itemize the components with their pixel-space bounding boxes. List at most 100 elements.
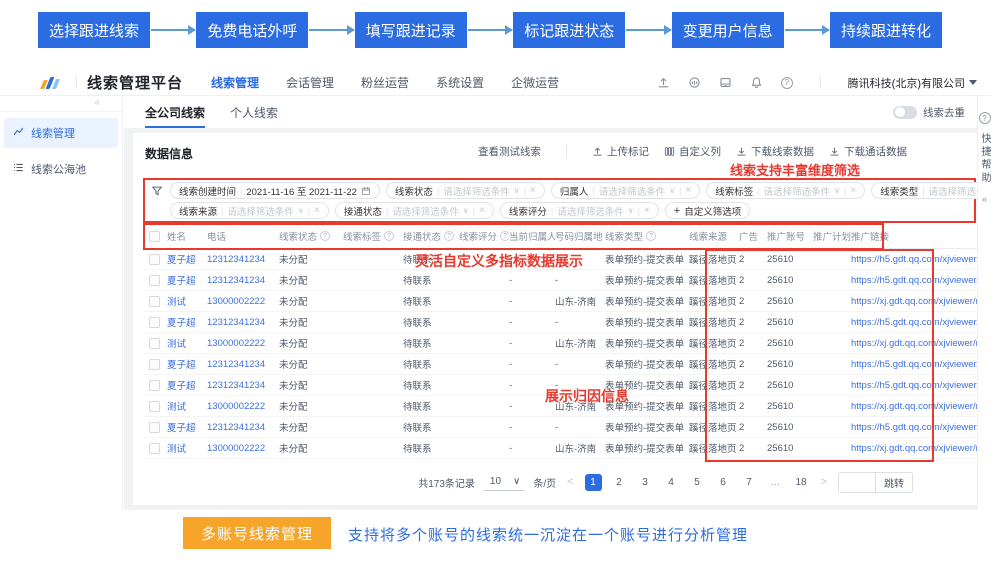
row-checkbox[interactable] <box>149 358 160 370</box>
toolbar-action-button[interactable]: 下载线索数据 <box>736 144 814 159</box>
filter-pill-select[interactable]: 线索标签|请选择筛选条件∨|× <box>706 182 866 199</box>
page-size-select[interactable]: 10∨ <box>483 474 525 491</box>
dedupe-toggle[interactable] <box>893 105 917 119</box>
cell-name[interactable]: 夏子超 <box>167 318 196 329</box>
row-checkbox[interactable] <box>149 421 160 433</box>
nav-tab[interactable]: 企微运营 <box>511 76 560 90</box>
toolbar-action-button[interactable]: 查看测试线索 <box>478 144 541 159</box>
toolbar-action-button[interactable]: 自定义列 <box>664 144 721 159</box>
cell-status: 未分配 <box>279 255 308 266</box>
page-number[interactable]: 18 <box>795 476 807 488</box>
filter-pill-select[interactable]: 线索来源|请选择筛选条件∨|× <box>170 202 329 219</box>
filter-pill-date[interactable]: 线索创建时间|2021-11-16 至 2021-11-22 <box>170 182 380 199</box>
nav-tab[interactable]: 会话管理 <box>286 76 335 90</box>
cell-link[interactable]: https://xj.gdt.qq.com/xjviewer/nem <box>851 337 977 349</box>
page-number[interactable]: 1 <box>584 473 602 491</box>
info-icon[interactable]: ? <box>500 231 509 241</box>
workspace-tab[interactable]: 个人线索 <box>230 105 279 120</box>
cell-link[interactable]: https://h5.gdt.qq.com/xjviewer/nem <box>851 421 977 433</box>
help-icon[interactable]: ? <box>780 76 793 89</box>
cell-name[interactable]: 夏子超 <box>167 423 196 434</box>
page-number[interactable]: 7 <box>746 476 752 488</box>
prev-page-icon[interactable]: < <box>567 476 574 488</box>
headset-icon[interactable] <box>688 76 702 90</box>
cell-link[interactable]: https://h5.gdt.qq.com/xjviewer/nem <box>851 358 977 370</box>
cell-name[interactable]: 夏子超 <box>167 360 196 371</box>
workspace-tab[interactable]: 全公司线索 <box>145 96 206 128</box>
cell-link[interactable]: https://h5.gdt.qq.com/xjviewer/nem <box>851 253 977 265</box>
nav-tab[interactable]: 线索管理 <box>211 76 260 90</box>
select-all-checkbox[interactable] <box>149 230 160 242</box>
cell-phone[interactable]: 13000002222 <box>207 400 266 412</box>
page-number[interactable]: 3 <box>642 476 648 488</box>
row-checkbox[interactable] <box>149 274 160 286</box>
page-number[interactable]: 2 <box>616 476 622 488</box>
cell-phone[interactable]: 13000002222 <box>207 442 266 454</box>
cell-phone[interactable]: 12312341234 <box>207 358 266 370</box>
sidebar-item[interactable]: 线索管理 <box>4 118 118 148</box>
filter-pill-add[interactable]: +自定义筛选项 <box>664 202 751 219</box>
nav-tab[interactable]: 系统设置 <box>436 76 485 90</box>
account-menu[interactable]: 腾讯科技(北京)有限公司 <box>848 75 977 91</box>
jump-button[interactable]: 跳转 <box>875 472 912 492</box>
nav-tab[interactable]: 粉丝运营 <box>361 76 410 90</box>
filter-pill-select[interactable]: 线索评分|请选择筛选条件∨|× <box>499 202 659 219</box>
workbench-icon[interactable] <box>719 76 733 90</box>
info-icon[interactable]: ? <box>646 231 657 241</box>
upload-icon <box>592 146 603 157</box>
info-icon[interactable]: ? <box>444 231 455 241</box>
table-header: 姓名电话线索状态?线索标签?接通状态?线索评分?当前归属人号码归属地线索类型?线… <box>143 224 977 249</box>
page-number[interactable]: 4 <box>668 476 674 488</box>
cell-phone[interactable]: 12312341234 <box>207 379 266 391</box>
sidebar-item[interactable]: 线索公海池 <box>4 154 118 184</box>
cell-phone[interactable]: 12312341234 <box>207 274 266 286</box>
filter-pill-select[interactable]: 线索状态|请选择筛选条件∨|× <box>385 182 545 199</box>
filter-pill-select[interactable]: 接通状态|请选择筛选条件∨|× <box>334 202 494 219</box>
page-number[interactable]: 6 <box>720 476 726 488</box>
cell-name[interactable]: 测试 <box>167 402 187 413</box>
row-checkbox[interactable] <box>149 337 160 349</box>
cell-connect: 待联系 <box>403 318 432 329</box>
row-checkbox[interactable] <box>149 379 160 391</box>
cell-region: - <box>555 358 559 370</box>
cell-phone[interactable]: 12312341234 <box>207 421 266 433</box>
cell-phone[interactable]: 12312341234 <box>207 253 266 265</box>
cell-phone[interactable]: 12312341234 <box>207 316 266 328</box>
row-checkbox[interactable] <box>149 442 160 454</box>
cell-link[interactable]: https://h5.gdt.qq.com/xjviewer/nem <box>851 274 977 286</box>
cell-link[interactable]: https://h5.gdt.qq.com/xjviewer/nem <box>851 379 977 391</box>
row-checkbox[interactable] <box>149 253 160 265</box>
row-checkbox[interactable] <box>149 400 160 412</box>
row-checkbox[interactable] <box>149 295 160 307</box>
cell-link[interactable]: https://h5.gdt.qq.com/xjviewer/nem <box>851 316 977 328</box>
cell-name[interactable]: 夏子超 <box>167 381 196 392</box>
cell-name[interactable]: 测试 <box>167 444 187 455</box>
column-header: 推广账号 <box>767 229 813 243</box>
cell-name[interactable]: 夏子超 <box>167 255 196 266</box>
bell-icon[interactable] <box>750 76 764 90</box>
cell-name[interactable]: 测试 <box>167 297 187 308</box>
sidebar-collapse-icon[interactable]: « <box>94 97 100 108</box>
cell-link[interactable]: https://xj.gdt.qq.com/xjviewer/nem <box>851 442 977 454</box>
filter-pill-select[interactable]: 归属人|请选择筛选条件∨|× <box>550 182 701 199</box>
toolbar-action-button[interactable]: 上传标记 <box>592 144 649 159</box>
upload-icon[interactable] <box>657 76 671 90</box>
cell-status: 未分配 <box>279 339 308 350</box>
cell-phone[interactable]: 13000002222 <box>207 295 266 307</box>
filter-pill-select[interactable]: 线索类型|请选择筛选条件∨|× <box>871 182 991 199</box>
cell-link[interactable]: https://xj.gdt.qq.com/xjviewer/nem <box>851 295 977 307</box>
row-checkbox[interactable] <box>149 316 160 328</box>
collapse-icon[interactable]: « <box>981 194 987 204</box>
cell-phone[interactable]: 13000002222 <box>207 337 266 349</box>
help-circle-icon[interactable]: ? <box>978 112 991 124</box>
cell-name[interactable]: 夏子超 <box>167 276 196 287</box>
page-jump-input[interactable] <box>839 472 875 492</box>
cell-link[interactable]: https://xj.gdt.qq.com/xjviewer/nem <box>851 400 977 412</box>
toolbar-action-button[interactable]: 下载通话数据 <box>829 144 907 159</box>
cell-name[interactable]: 测试 <box>167 339 187 350</box>
next-page-icon[interactable]: > <box>820 476 827 488</box>
info-icon[interactable]: ? <box>320 231 331 241</box>
divider: | <box>637 205 640 216</box>
info-icon[interactable]: ? <box>384 231 395 241</box>
page-number[interactable]: 5 <box>694 476 700 488</box>
